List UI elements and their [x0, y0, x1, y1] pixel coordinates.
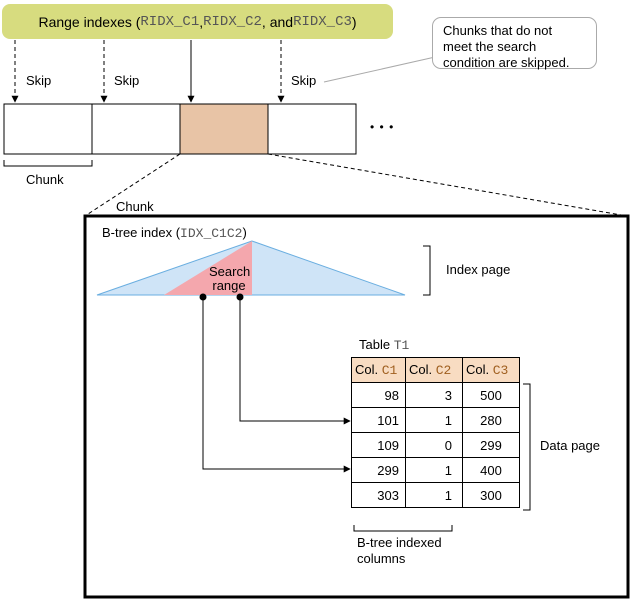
zoom-line-right	[267, 153, 628, 217]
skip-label-2: Skip	[114, 73, 140, 88]
banner-index-3: RIDX_C3	[293, 13, 352, 30]
cell-c2: 0	[405, 432, 463, 458]
skip-label-1: Skip	[26, 73, 52, 88]
btree-index-title: B-tree index (IDX_C1C2)	[102, 225, 247, 241]
header-col-name: C1	[381, 363, 398, 378]
index-page-label: Index page	[446, 262, 511, 277]
indexed-columns-line-1: B-tree indexed	[357, 535, 442, 550]
cell-c3: 280	[462, 407, 520, 433]
cell-c2: 3	[405, 382, 463, 408]
pointer-line-2	[239, 297, 351, 425]
indexed-columns-bracket	[353, 525, 453, 532]
skip-label-3: Skip	[291, 73, 317, 88]
search-range-line-1: Search	[209, 264, 251, 279]
header-col-c2: Col. C2	[405, 357, 463, 383]
cell-c3: 500	[462, 382, 520, 408]
chunk-detail-frame	[83, 214, 630, 599]
header-col-c1: Col. C1	[351, 357, 406, 383]
table-name: T1	[393, 338, 410, 353]
header-label: Col.	[466, 362, 493, 377]
banner-index-2: RIDX_C2	[203, 13, 262, 30]
btree-index-name: IDX_C1C2	[180, 226, 243, 241]
skip-callout: Chunks that do not meet the search condi…	[432, 17, 597, 70]
search-range-area	[164, 241, 252, 295]
chunk-1	[3, 103, 93, 155]
cell-c3: 300	[462, 482, 520, 508]
header-col-name: C3	[492, 363, 509, 378]
banner-sep-1: ,	[199, 13, 204, 30]
header-label: Col.	[409, 362, 436, 377]
pointer-line-1	[202, 297, 351, 473]
chunk-detail-label: Chunk	[116, 199, 154, 214]
search-range-line-2: range	[212, 278, 246, 293]
header-label: Col.	[355, 362, 382, 377]
indexed-columns-line-2: columns	[357, 551, 406, 566]
index-page-bracket	[423, 245, 431, 296]
indexed-columns-label: B-tree indexed columns	[357, 535, 442, 567]
cell-c3: 299	[462, 432, 520, 458]
banner-prefix: Range indexes (	[38, 13, 141, 30]
cell-c1: 299	[351, 457, 406, 483]
cell-c1: 101	[351, 407, 406, 433]
data-page-label: Data page	[540, 438, 600, 453]
cell-c3: 400	[462, 457, 520, 483]
btree-title-prefix: B-tree index (	[102, 225, 181, 240]
table-title-prefix: Table	[359, 337, 394, 352]
header-col-name: C2	[435, 363, 452, 378]
callout-pointer	[323, 54, 445, 83]
banner-sep-2: , and	[261, 13, 294, 30]
cell-c2: 1	[405, 407, 463, 433]
cell-c1: 98	[351, 382, 406, 408]
banner-index-1: RIDX_C1	[140, 13, 200, 30]
table-title: Table T1	[359, 337, 409, 353]
callout-line-3: condition are skipped.	[443, 55, 570, 70]
cell-c2: 1	[405, 482, 463, 508]
data-page-bracket	[523, 383, 531, 511]
chunk-bracket	[3, 160, 93, 167]
cell-c2: 1	[405, 457, 463, 483]
banner-suffix: )	[351, 13, 357, 30]
cell-c1: 303	[351, 482, 406, 508]
range-indexes-banner: Range indexes (RIDX_C1, RIDX_C2, and RID…	[2, 4, 393, 39]
chunk-label: Chunk	[26, 172, 64, 187]
callout-line-1: Chunks that do not	[443, 23, 553, 38]
search-range-label: Search range	[209, 264, 251, 293]
chunk-2	[91, 103, 181, 155]
zoom-line-left	[84, 153, 181, 217]
ellipsis: • • •	[370, 120, 395, 134]
header-col-c3: Col. C3	[462, 357, 520, 383]
chunk-4	[267, 103, 357, 155]
table-header-row: Col. C1 Col. C2 Col. C3	[351, 357, 520, 383]
btree-title-suffix: )	[242, 225, 247, 240]
chunk-selected	[179, 103, 269, 155]
cell-c1: 109	[351, 432, 406, 458]
callout-line-2: meet the search	[443, 39, 537, 54]
